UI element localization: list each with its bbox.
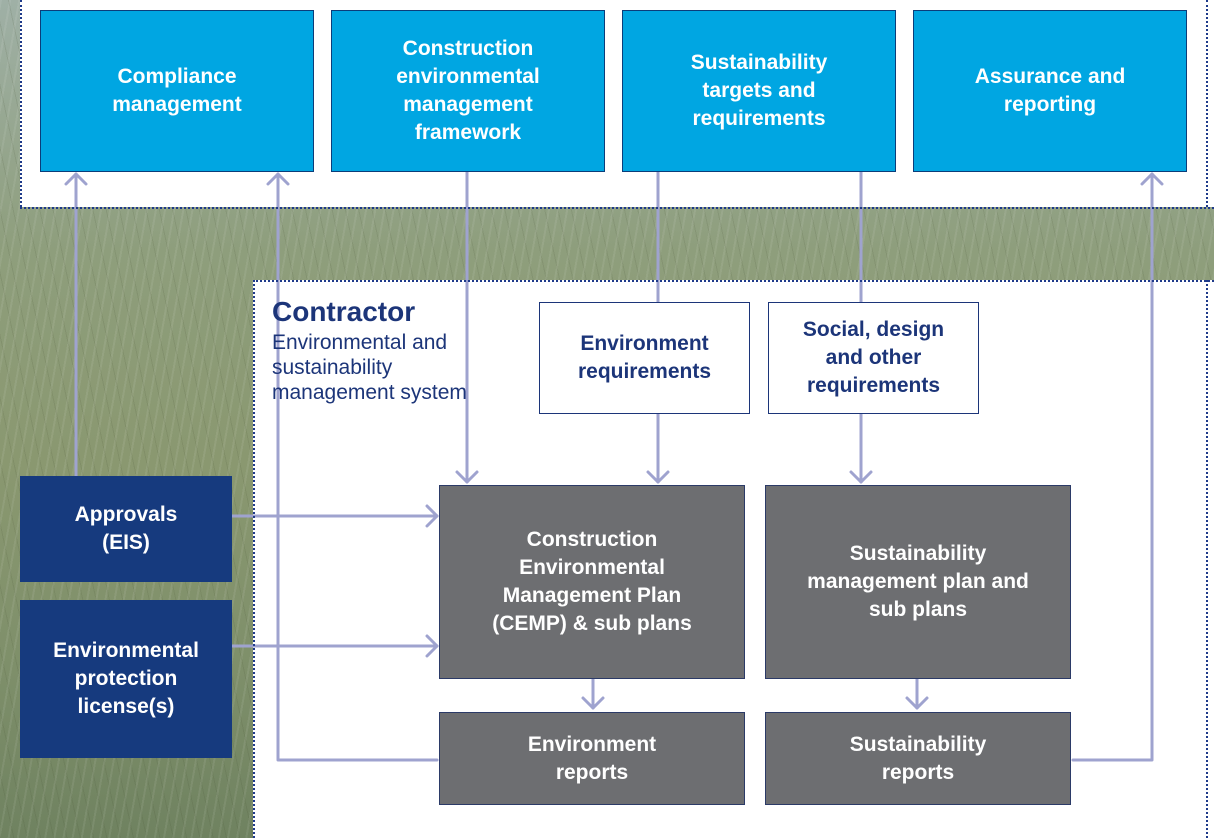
compliance-management-label: Compliance management	[112, 65, 242, 116]
top-panel-left-border	[20, 0, 22, 207]
licenses-label: Environmental protection license(s)	[53, 639, 199, 718]
assurance-arrowhead	[1140, 172, 1164, 186]
contractor-panel-left-border	[253, 280, 255, 838]
sustainability-reports-box: Sustainability reports	[765, 712, 1071, 805]
environment-reports-box: Environment reports	[439, 712, 745, 805]
compliance-arrowhead	[64, 172, 88, 186]
cemp-top-arrowhead	[455, 470, 479, 484]
contractor-panel-top-border	[253, 280, 1214, 282]
environment-requirements-label: Environment requirements	[577, 332, 712, 383]
top-panel-right-border	[1206, 0, 1208, 207]
env-reports-to-framework-line	[276, 172, 439, 762]
approvals-arrowhead	[425, 504, 439, 528]
cemp-label: Construction Environmental Management Pl…	[492, 528, 692, 635]
compliance-management-box: Compliance management	[40, 10, 314, 172]
social-requirements-box: Social, design and other requirements	[768, 302, 979, 414]
env-reports-arrowhead	[581, 696, 605, 710]
licenses-arrowhead	[425, 634, 439, 658]
social-requirements-label: Social, design and other requirements	[802, 318, 945, 397]
cem-framework-label: Construction environmental management fr…	[396, 37, 540, 144]
licenses-box: Environmental protection license(s)	[20, 600, 232, 758]
sustainability-reports-label: Sustainability reports	[849, 732, 987, 784]
sustainability-plan-box: Sustainability management plan and sub p…	[765, 485, 1071, 679]
approvals-label: Approvals (EIS)	[74, 503, 178, 554]
contractor-subtitle: Environmental and sustainability managem…	[272, 331, 467, 404]
sust-reports-to-assurance-line	[1071, 172, 1154, 762]
social-req-arrowhead	[849, 470, 873, 484]
cem-framework-box: Construction environmental management fr…	[331, 10, 605, 172]
assurance-reporting-label: Assurance and reporting	[974, 65, 1126, 116]
sustainability-targets-label: Sustainability targets and requirements	[690, 51, 828, 130]
sust-reports-arrowhead	[905, 696, 929, 710]
environment-reports-label: Environment reports	[527, 732, 657, 784]
sustainability-targets-box: Sustainability targets and requirements	[622, 10, 896, 172]
sustainability-plan-label: Sustainability management plan and sub p…	[807, 542, 1029, 621]
approvals-box: Approvals (EIS)	[20, 476, 232, 582]
environment-requirements-box: Environment requirements	[539, 302, 750, 414]
cemp-box: Construction Environmental Management Pl…	[439, 485, 745, 679]
env-req-arrowhead	[646, 470, 670, 484]
contractor-title: Contractor	[272, 296, 416, 327]
contractor-panel-right-border	[1206, 280, 1208, 838]
assurance-reporting-box: Assurance and reporting	[913, 10, 1187, 172]
contractor-heading: Contractor Environmental and sustainabil…	[272, 296, 472, 405]
top-panel-bottom-border	[20, 207, 1214, 209]
framework-arrowhead	[266, 172, 290, 186]
